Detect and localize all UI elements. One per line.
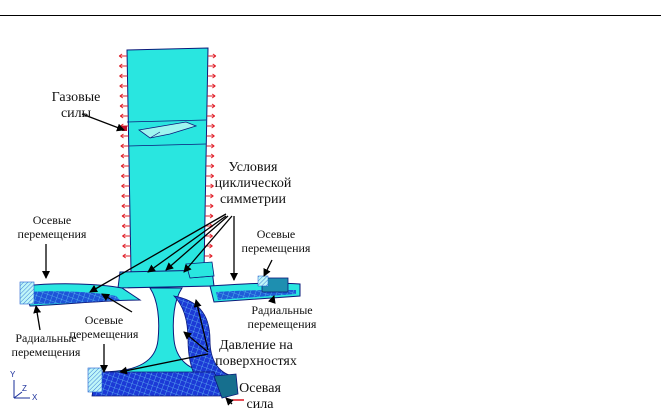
label-axial-displacement-bottom: Осевые перемещения	[69, 313, 139, 341]
label-axial-displacement-right: Осевые перемещения	[241, 227, 311, 255]
gas-force-arrow	[119, 93, 128, 99]
label-surface-pressure: Давление на поверхностях	[215, 338, 297, 370]
axis-x-label: X	[32, 393, 38, 402]
gas-force-arrow	[207, 73, 216, 79]
gas-force-arrow	[205, 173, 215, 179]
platform	[117, 261, 215, 289]
label-radial-displacement-right: Радиальные перемещения	[247, 303, 317, 331]
gas-force-arrow	[121, 193, 130, 199]
gas-force-arrow	[205, 203, 214, 209]
label-axial-displacement-left: Осевые перемещения	[17, 213, 87, 241]
axis-y-label: Y	[10, 370, 16, 379]
axis-triad	[13, 380, 30, 399]
bottom-constraint-hatch	[87, 367, 103, 393]
gas-force-arrow	[205, 183, 214, 189]
leader-lines	[33, 113, 276, 406]
gas-force-arrow	[207, 63, 216, 69]
gas-force-arrow	[122, 243, 131, 249]
top-rule	[0, 15, 661, 16]
gas-force-arrow	[119, 63, 128, 69]
gas-force-arrow	[120, 153, 129, 159]
gas-force-arrow	[206, 153, 215, 159]
gas-force-arrow	[119, 103, 129, 109]
label-cyclic-symmetry: Условия циклической симметрии	[214, 160, 292, 208]
gas-force-arrow	[121, 213, 130, 219]
gas-force-arrows	[118, 53, 217, 259]
gas-force-arrow	[204, 253, 213, 259]
left-constraint-hatch	[19, 281, 35, 305]
left-flange	[19, 281, 142, 307]
gas-force-arrow	[119, 73, 128, 79]
gas-force-arrow	[207, 93, 216, 99]
gas-force-arrow	[207, 53, 217, 59]
gas-force-arrow	[120, 143, 129, 149]
gas-force-arrow	[205, 213, 214, 219]
label-gas-forces: Газовые силы	[51, 90, 101, 122]
gas-force-arrow	[120, 173, 130, 179]
gas-force-arrow	[206, 103, 216, 109]
gas-force-arrow	[121, 183, 130, 189]
axis-z-label: Z	[22, 384, 27, 393]
gas-force-arrow	[122, 233, 131, 239]
gas-force-arrow	[121, 223, 131, 229]
gas-force-arrow	[206, 143, 215, 149]
gas-force-arrow	[206, 113, 216, 119]
gas-force-arrow	[122, 253, 131, 259]
label-axial-force: Осевая сила	[239, 381, 281, 413]
gas-force-arrow	[120, 133, 129, 139]
gas-force-arrow	[205, 193, 214, 199]
gas-force-point	[122, 126, 127, 131]
gas-force-arrow	[207, 83, 216, 89]
gas-force-arrow	[206, 123, 215, 129]
gas-force-arrow	[121, 203, 130, 209]
gas-force-arrow	[205, 163, 215, 169]
gas-force-arrow	[120, 163, 130, 169]
right-flange	[209, 275, 301, 303]
gas-force-arrow	[119, 83, 128, 89]
label-radial-displacement-left: Радиальные перемещения	[11, 331, 81, 359]
gas-force-arrow	[119, 113, 129, 119]
disc-web	[87, 287, 244, 401]
gas-force-arrow	[118, 53, 128, 59]
gas-force-arrow	[206, 133, 215, 139]
airfoil-section	[137, 121, 198, 139]
